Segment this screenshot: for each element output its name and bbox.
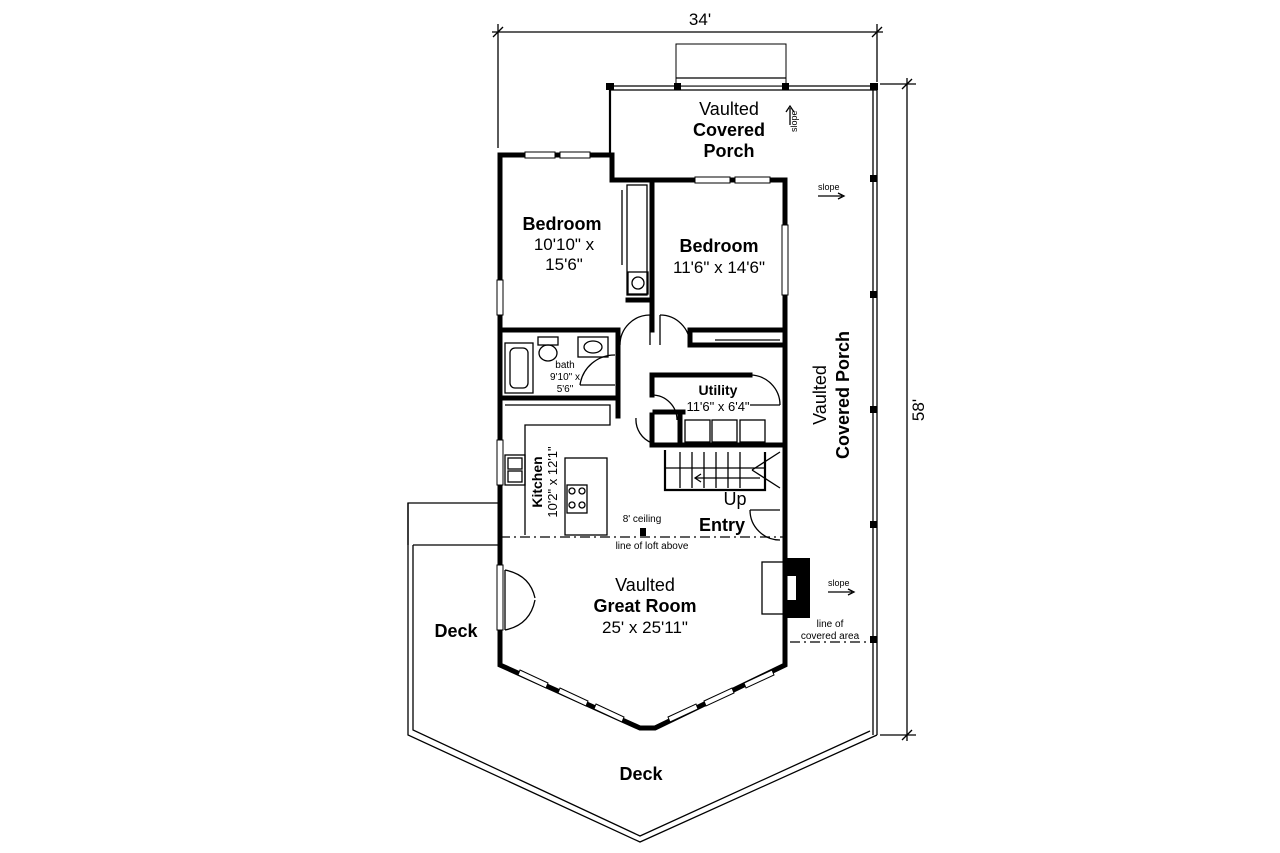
- dimension-width: 34': [492, 10, 883, 148]
- svg-text:Great Room: Great Room: [593, 596, 696, 616]
- svg-text:11'6" x 14'6": 11'6" x 14'6": [673, 258, 765, 277]
- depth-label: 58': [909, 399, 928, 421]
- svg-text:Vaulted: Vaulted: [810, 365, 830, 425]
- windows: [496, 151, 789, 723]
- covered-porch: [606, 43, 878, 735]
- deck-side-label: Deck: [434, 621, 478, 641]
- loft-note: line of loft above: [616, 541, 689, 552]
- top-porch-label: Vaulted Covered Porch: [693, 99, 765, 161]
- svg-text:10'10" x: 10'10" x: [534, 235, 595, 254]
- slope-note-great-room: slope: [828, 578, 850, 588]
- svg-text:Vaulted: Vaulted: [699, 99, 759, 119]
- great-room-label: Vaulted Great Room 25' x 25'11": [593, 575, 696, 637]
- svg-text:line of: line of: [817, 619, 844, 630]
- svg-text:Kitchen: Kitchen: [529, 456, 545, 507]
- svg-text:covered area: covered area: [801, 631, 860, 642]
- svg-text:5'6": 5'6": [557, 384, 574, 395]
- svg-text:11'6" x 6'4": 11'6" x 6'4": [686, 399, 749, 414]
- svg-text:Bedroom: Bedroom: [522, 214, 601, 234]
- deck-outline: [407, 502, 878, 843]
- fixtures: [500, 104, 856, 631]
- kitchen-label: Kitchen 10'2" x 12'1": [529, 446, 560, 518]
- dimension-depth: 58': [880, 78, 928, 741]
- svg-text:Covered Porch: Covered Porch: [833, 331, 853, 459]
- svg-text:15'6": 15'6": [545, 255, 583, 274]
- slope-note-top: slope: [789, 110, 799, 132]
- svg-text:Vaulted: Vaulted: [615, 575, 675, 595]
- side-porch-label: Vaulted Covered Porch: [810, 331, 853, 459]
- svg-text:Porch: Porch: [703, 141, 754, 161]
- svg-text:Covered: Covered: [693, 120, 765, 140]
- bedroom-left-label: Bedroom 10'10" x 15'6": [522, 214, 601, 274]
- svg-text:Bedroom: Bedroom: [679, 236, 758, 256]
- entry-label: Entry: [699, 515, 745, 535]
- svg-text:25' x 25'11": 25' x 25'11": [602, 618, 688, 637]
- ceiling-note: 8' ceiling: [623, 514, 662, 525]
- covered-area-note: line of covered area: [801, 619, 860, 642]
- bath-label: bath 9'10" x 5'6": [550, 360, 580, 395]
- width-label: 34': [689, 10, 711, 29]
- svg-text:10'2" x 12'1": 10'2" x 12'1": [545, 446, 560, 518]
- svg-text:bath: bath: [555, 360, 574, 371]
- deck-front-label: Deck: [619, 764, 663, 784]
- svg-text:9'10" x: 9'10" x: [550, 372, 580, 383]
- bedroom-right-label: Bedroom 11'6" x 14'6": [673, 236, 765, 277]
- utility-label: Utility 11'6" x 6'4": [686, 382, 749, 414]
- svg-text:Utility: Utility: [699, 382, 738, 398]
- stair-up-label: Up: [723, 489, 746, 509]
- slope-note-side: slope: [818, 182, 840, 192]
